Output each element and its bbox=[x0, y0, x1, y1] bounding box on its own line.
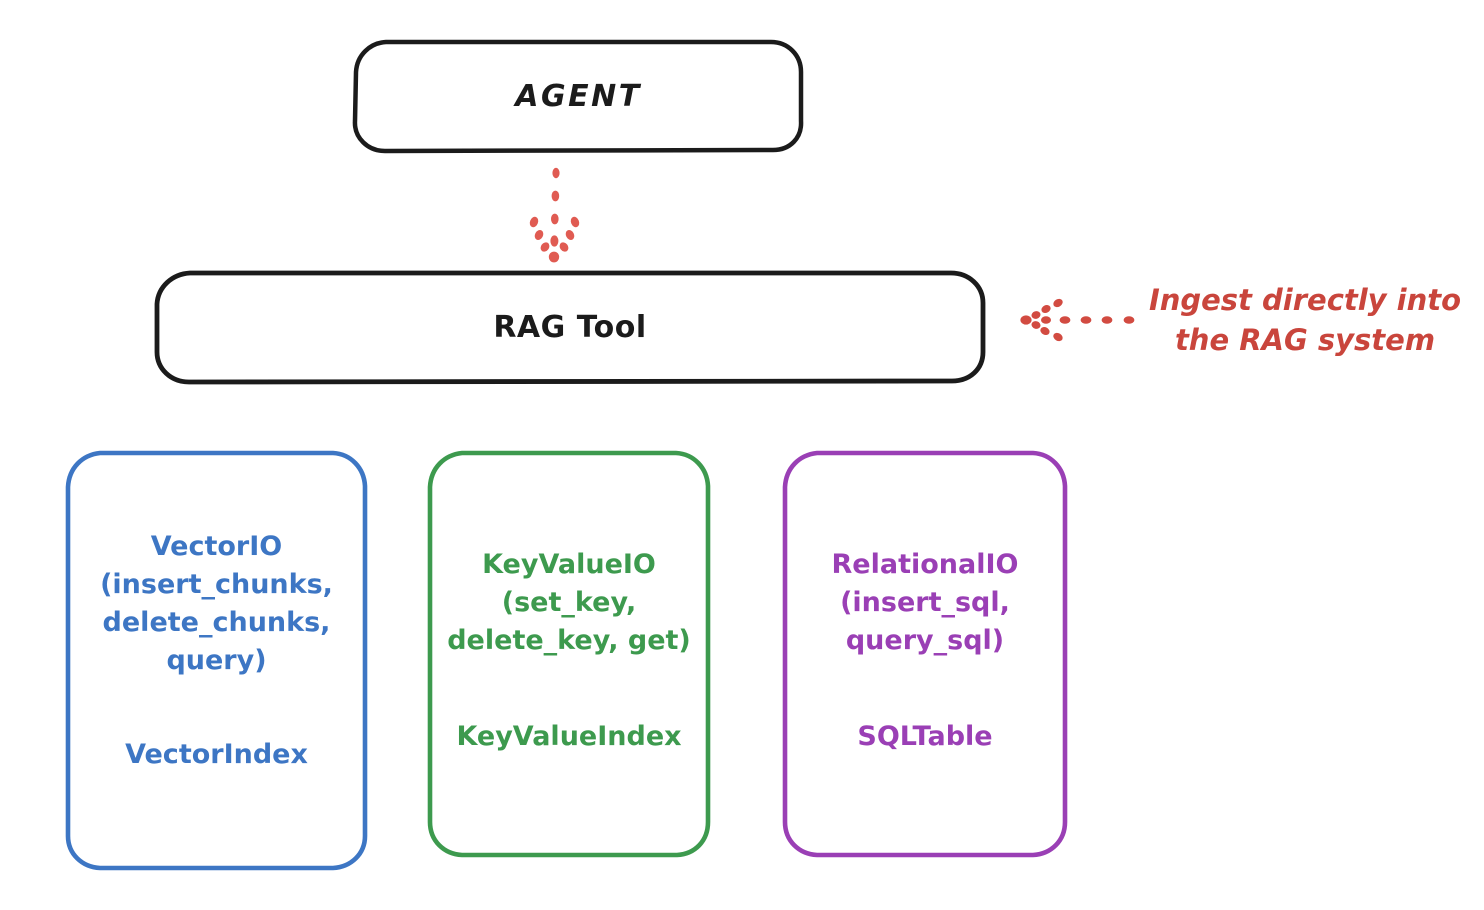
key-value-io-index-label: KeyValueIndex bbox=[456, 721, 682, 752]
node-vector-io[interactable]: VectorIO (insert_chunks, delete_chunks, … bbox=[68, 452, 365, 868]
rag-tool-label: RAG Tool bbox=[493, 309, 647, 345]
node-rag-tool[interactable]: RAG Tool bbox=[157, 272, 983, 382]
relational-io-api-label: RelationalIO (insert_sql, query_sql) bbox=[831, 549, 1019, 656]
node-agent[interactable]: AGENT bbox=[355, 41, 802, 151]
relational-io-index-label: SQLTable bbox=[857, 721, 993, 752]
node-relational-io[interactable]: RelationalIO (insert_sql, query_sql) SQL… bbox=[785, 452, 1065, 868]
vector-io-api-label: VectorIO (insert_chunks, delete_chunks, … bbox=[100, 531, 333, 676]
connector-agent-to-rag-tool bbox=[529, 167, 580, 263]
key-value-io-api-label: KeyValueIO (set_key, delete_key, get) bbox=[447, 549, 691, 656]
vector-io-index-label: VectorIndex bbox=[125, 739, 308, 770]
ingest-annotation-text: Ingest directly into the RAG system bbox=[1148, 283, 1462, 357]
connector-annotation-to-rag-tool bbox=[1020, 298, 1135, 342]
agent-label: AGENT bbox=[515, 78, 642, 114]
node-key-value-io[interactable]: KeyValueIO (set_key, delete_key, get) Ke… bbox=[430, 452, 708, 868]
